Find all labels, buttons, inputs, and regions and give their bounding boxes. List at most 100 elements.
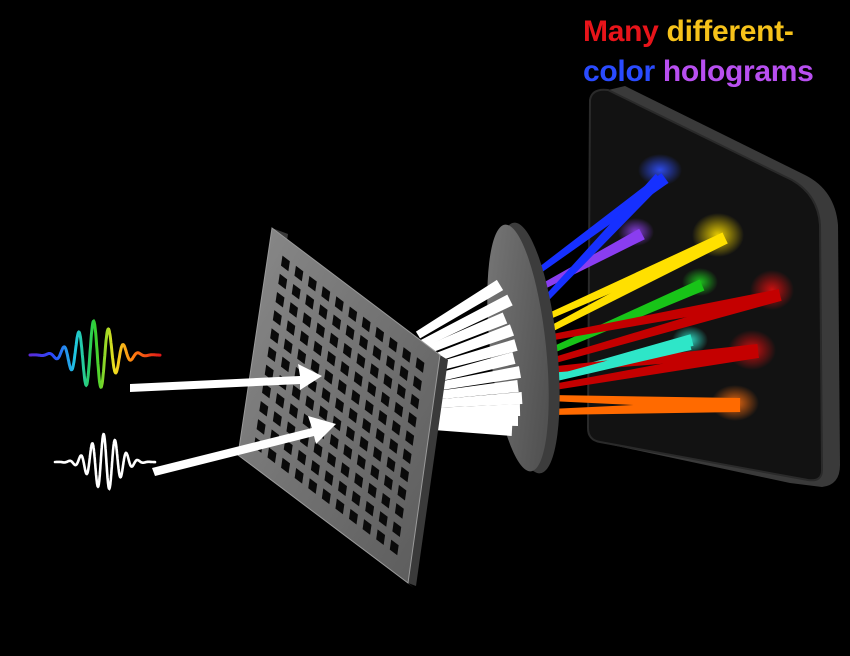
- caption-line1-word-2: different-: [666, 15, 794, 48]
- metasurface-hole: [383, 373, 393, 390]
- metasurface-hole: [294, 467, 304, 484]
- color-beams: [538, 173, 782, 415]
- metasurface-hole: [399, 365, 409, 381]
- metasurface-hole: [400, 466, 409, 483]
- metasurface-hole: [302, 312, 312, 328]
- metasurface-hole: [348, 407, 358, 424]
- caption-line2-word-0: color: [583, 55, 655, 88]
- white-beam: [427, 352, 516, 384]
- metasurface-hole: [297, 348, 307, 365]
- metasurface-hole: [267, 447, 277, 464]
- metasurface-hole: [367, 482, 377, 499]
- metasurface-hole: [356, 454, 366, 470]
- metasurface-hole: [270, 328, 280, 344]
- metasurface-hole: [348, 306, 358, 323]
- metasurface-hole: [378, 511, 388, 527]
- metasurface-hole: [351, 389, 361, 406]
- color-beam: [549, 400, 741, 415]
- metasurface-hole: [321, 488, 331, 505]
- caption-line-1: Many different-: [583, 12, 814, 52]
- metasurface-hole: [272, 310, 282, 326]
- metasurface-hole: [332, 314, 342, 331]
- color-beam: [546, 279, 705, 355]
- metasurface-hole: [289, 302, 298, 318]
- metasurface-hole: [327, 452, 337, 468]
- metasurface-hole: [381, 492, 391, 509]
- metasurface-hole: [264, 364, 274, 381]
- metasurface-hole: [415, 357, 425, 373]
- white-beam: [418, 294, 513, 349]
- color-beam: [543, 232, 728, 321]
- metasurface-hole: [394, 503, 404, 519]
- metasurface-hole: [345, 324, 355, 341]
- metasurface-hole: [389, 438, 399, 454]
- metasurface-hole: [313, 340, 323, 357]
- metasurface-hole: [310, 460, 320, 476]
- metasurface-hole: [283, 338, 293, 355]
- metasurface-hole: [340, 361, 350, 377]
- metasurface-hole: [337, 379, 347, 395]
- color-beam: [542, 173, 665, 303]
- metasurface-hole: [326, 350, 336, 367]
- metasurface-hole: [321, 286, 331, 302]
- metasurface-hole: [397, 484, 407, 501]
- metasurface-hole: [281, 457, 291, 474]
- metasurface-hole: [362, 417, 371, 434]
- metasurface-hole: [359, 334, 368, 351]
- metasurface-hole: [262, 382, 271, 399]
- metasurface-hole: [402, 347, 411, 363]
- caption-line1-word-0: Many: [583, 15, 659, 48]
- metasurface-hole: [275, 291, 285, 308]
- metasurface-hole: [299, 330, 309, 347]
- metasurface-hole: [373, 446, 382, 462]
- metasurface-hole: [332, 415, 342, 432]
- metasurface-hole: [338, 480, 347, 497]
- metasurface-hole: [340, 462, 350, 478]
- metasurface-hole: [389, 539, 399, 556]
- metasurface-plate: [237, 227, 448, 588]
- caption-title: Many different- color holograms: [583, 12, 814, 92]
- white-beam: [429, 380, 519, 400]
- metasurface-hole: [329, 433, 339, 450]
- metasurface-hole: [386, 456, 396, 473]
- white-beam: [424, 339, 518, 374]
- white-beams: [415, 279, 523, 436]
- metasurface-hole: [275, 392, 285, 409]
- color-beam: [547, 338, 692, 383]
- metasurface-hole: [396, 383, 406, 400]
- metasurface-hole: [334, 296, 344, 312]
- input-arrows: [130, 364, 336, 476]
- white-beam: [429, 392, 523, 408]
- metasurface-hole: [364, 399, 374, 416]
- metasurface-hole: [354, 472, 364, 489]
- metasurface-hole: [351, 490, 361, 507]
- metasurface-hole: [392, 521, 402, 538]
- metasurface-hole: [372, 344, 382, 361]
- metasurface-hole: [383, 474, 393, 491]
- metasurface-hole: [378, 409, 388, 426]
- white-beam: [427, 366, 522, 392]
- metasurface-hole: [267, 346, 277, 363]
- metasurface-hole: [356, 353, 366, 369]
- metasurface-hole: [272, 411, 282, 427]
- white-beam: [420, 312, 508, 356]
- rainbow-wave-packet-icon: [28, 318, 162, 389]
- metasurface-hole: [335, 397, 344, 414]
- caption-line2-word-1: [655, 55, 663, 88]
- metasurface-hole: [291, 385, 301, 401]
- color-beam: [547, 289, 782, 365]
- metasurface-hole: [289, 403, 299, 419]
- metasurface-hole: [375, 326, 385, 343]
- metasurface-hole: [349, 508, 358, 525]
- metasurface-holes: [253, 255, 425, 556]
- metasurface-hole: [342, 342, 352, 359]
- metasurface-hole: [283, 439, 293, 456]
- metasurface-hole: [367, 381, 377, 398]
- metasurface-hole: [361, 316, 371, 333]
- metasurface-hole: [370, 464, 380, 481]
- caption-line2-word-2: holograms: [662, 55, 814, 88]
- color-beam: [547, 346, 760, 391]
- metasurface-hole: [365, 500, 375, 517]
- metasurface-hole: [307, 275, 317, 292]
